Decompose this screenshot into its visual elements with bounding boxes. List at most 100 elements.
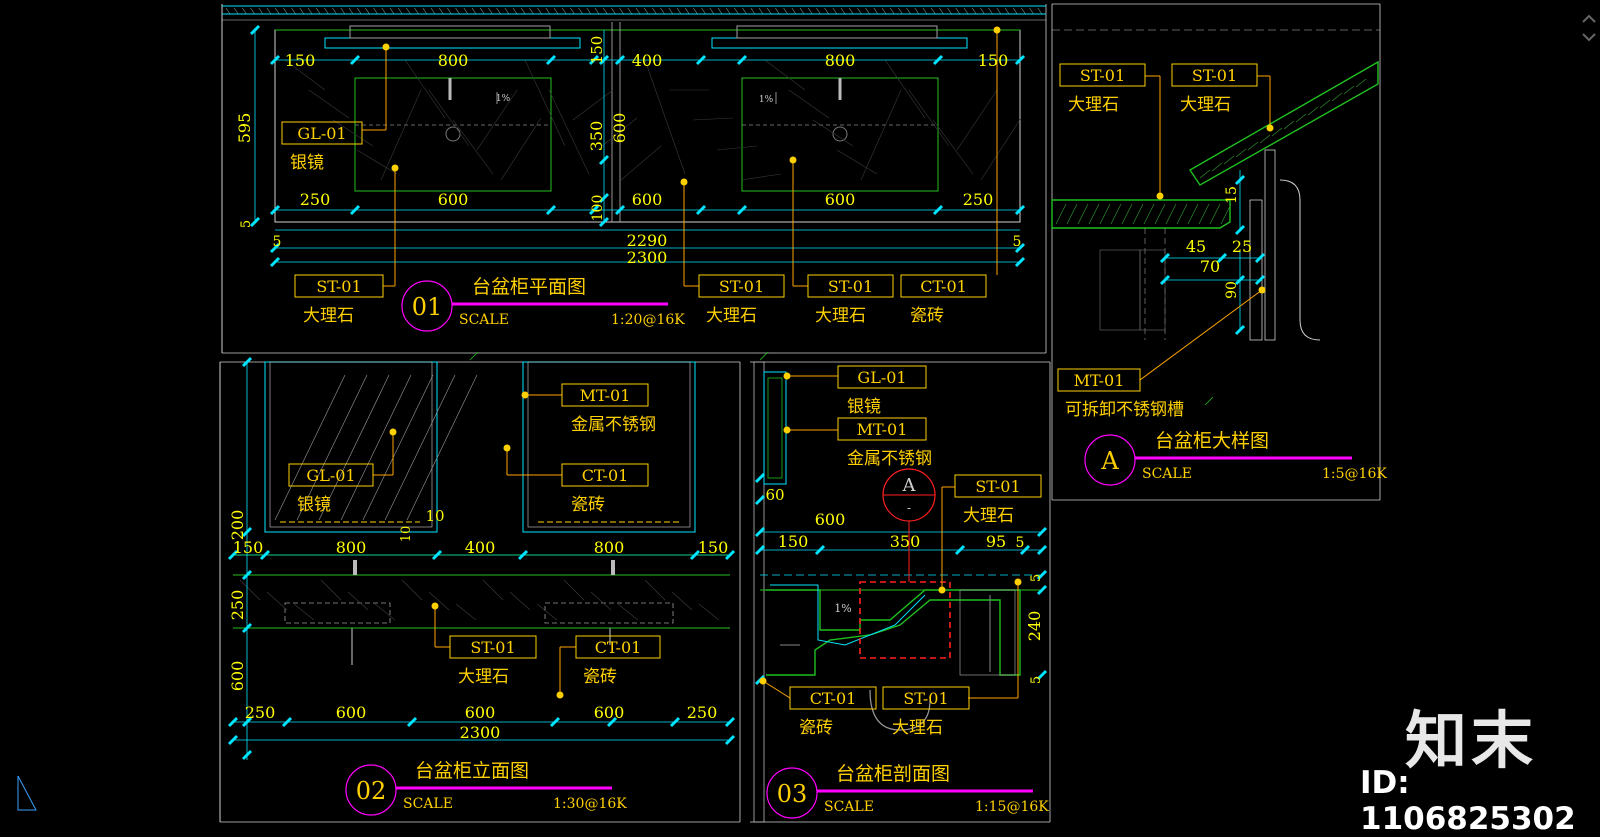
dimension-label: 600 [825,190,856,209]
dimension-tick [241,526,253,538]
scale-label: SCALE [459,312,509,328]
dimension-tick [1234,224,1246,236]
dimension-tick [695,204,707,216]
tag-name: 金属不锈钢 [847,449,932,469]
dimension-tick [598,192,610,204]
leader-dot [389,428,397,436]
dimension-label: 150 [285,51,316,70]
cabinet-section [766,589,1021,676]
dimension-label: 95 [986,532,1006,551]
trap-pipe [869,689,931,731]
tag-box [837,365,927,389]
dimension-label: 1% [496,94,511,104]
dimension-tick [1234,324,1246,336]
dimension-tick [241,356,253,368]
dimension-label: 15 [1224,186,1240,204]
drawing-number: 03 [777,780,808,808]
dimension-label: 150 [978,51,1009,70]
tag-box [698,274,785,298]
dimension-tick [349,54,361,66]
tag-code: MT-01 [580,386,631,405]
tag-name: 大理石 [892,718,943,738]
drawing-number: 01 [412,293,443,321]
dimension-tick [269,256,281,268]
tag-box [1057,368,1141,392]
dimension-tick [1159,274,1171,286]
tag-code: ST-01 [1080,66,1125,85]
dimension-label: 1% [834,602,851,615]
dimension-label: 45 [1186,237,1206,256]
ucs-icon [17,775,37,811]
tag-box [882,686,970,710]
dimension-tick [814,544,826,556]
dimension-tick [227,549,239,561]
tag-name: 大理石 [1180,95,1231,115]
tag-code: ST-01 [316,277,361,296]
dimension-tick [598,54,610,66]
dimension-label: 5 [1013,234,1022,250]
dimension-tick [1014,54,1026,66]
drain-icon [445,126,461,142]
scale-value: 1:30@16K [553,796,627,812]
tag-code: MT-01 [1074,371,1125,390]
dimension-tick [227,734,239,746]
dimension-tick [588,54,600,66]
dimension-tick [754,494,766,506]
dimension-label: 400 [465,538,496,557]
tag-name: 瓷砖 [571,495,605,515]
leader-dot [391,164,399,172]
dimension-label: 10 [425,507,444,525]
drawing-number-circle [766,767,818,819]
dimension-label: 600 [632,190,663,209]
drawing-number: A [1100,447,1119,475]
dimension-label: 250 [228,590,247,621]
tag-code: MT-01 [857,420,908,439]
dimension-tick [1036,526,1048,538]
dimension-tick [932,54,944,66]
dimension-tick [249,216,261,228]
dimension-tick [932,204,944,216]
tag-code: CT-01 [595,638,642,657]
dimension-label: 600 [438,190,469,209]
detail-callout-circle [882,468,936,522]
tag-code: GL-01 [297,124,346,143]
leader-dot [1156,192,1164,200]
dimension-label: 250 [300,190,331,209]
dimension-label: 100 [590,195,606,222]
leader-dot [759,677,767,685]
tag-box [575,635,661,659]
dimension-label: 600 [336,703,367,722]
dimension-label: 150 [778,532,809,551]
tag-code: ST-01 [470,638,515,657]
dimension-tick [269,242,281,254]
tag-code: ST-01 [1192,66,1237,85]
dimension-label: 60 [765,486,784,504]
tag-name: 瓷砖 [910,306,944,326]
dimension-tick [241,622,253,634]
dimension-tick [545,204,557,216]
dimension-label: 70 [1200,257,1220,276]
tag-code: ST-01 [719,277,764,296]
tag-box [281,121,363,145]
dimension-tick [724,734,736,746]
drawing-number-circle [1084,434,1136,486]
dimension-tick [549,716,561,728]
dimension-label: 1% [759,95,774,105]
leader-dot [938,586,946,594]
tag-box [1059,63,1146,87]
tag-code: ST-01 [828,277,873,296]
dimension-tick [241,716,253,728]
dimension-tick [724,716,736,728]
dimension-label: 800 [594,538,625,557]
dimension-tick [736,204,748,216]
tag-name: 大理石 [458,667,509,687]
dimension-tick [269,204,281,216]
tag-name: 瓷砖 [583,667,617,687]
leader-dot [783,372,791,380]
drawing-linework [219,3,1381,823]
scale-label: SCALE [1142,466,1192,482]
dimension-label: 5 [239,220,254,228]
scroll-chevron-icon[interactable] [1580,2,1598,62]
leader-dot [556,691,564,699]
